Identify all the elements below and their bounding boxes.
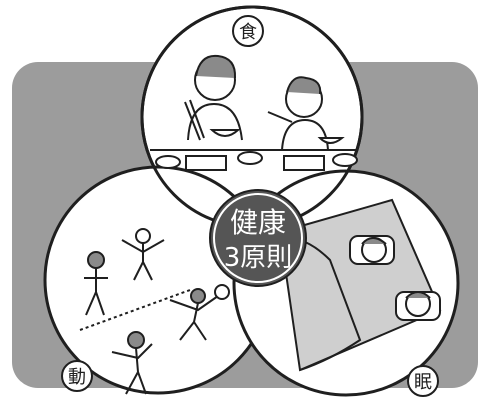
center-label-line2: 3原則	[224, 243, 293, 273]
eat-badge-label: 食	[239, 22, 257, 43]
badge-sleep: 眠	[408, 366, 438, 396]
move-badge-label: 動	[68, 367, 86, 388]
sleep-badge-label: 眠	[414, 372, 432, 393]
badge-eat: 食	[233, 16, 263, 46]
badge-move: 動	[62, 361, 92, 391]
center-badge: 健康 3原則	[210, 190, 306, 286]
center-label-line1: 健康	[230, 206, 286, 239]
